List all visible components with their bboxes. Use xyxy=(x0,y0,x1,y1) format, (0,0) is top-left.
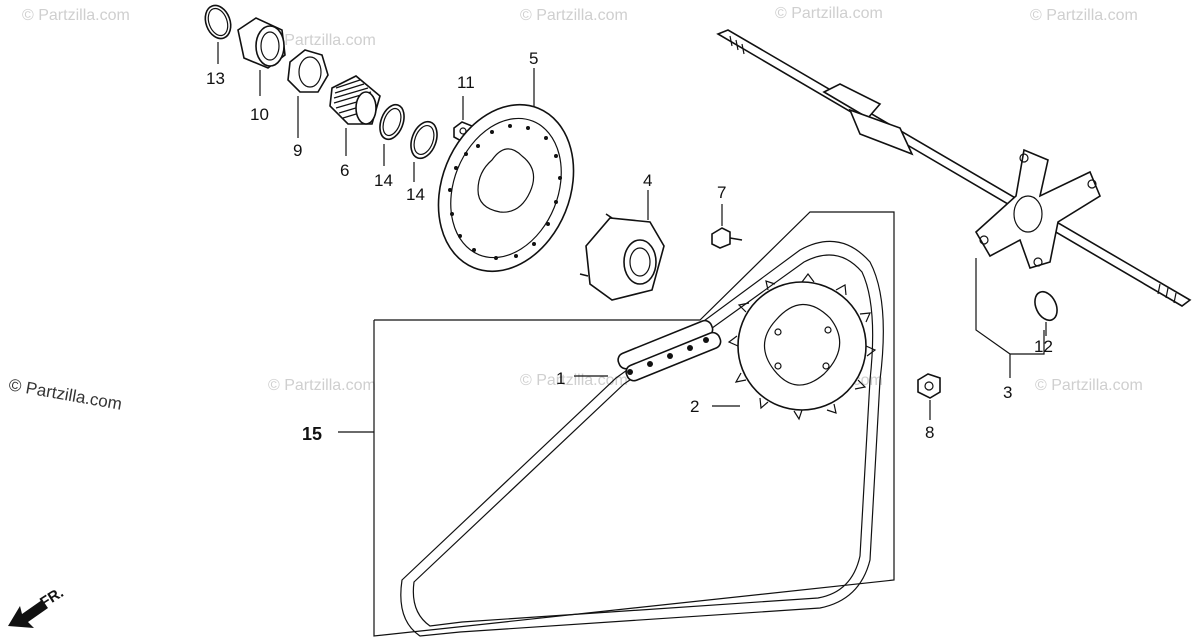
part-14-o-rings xyxy=(379,103,438,182)
callout-9: 9 xyxy=(293,141,302,160)
part-3-rear-axle xyxy=(716,29,1192,378)
callout-3: 3 xyxy=(1003,383,1012,402)
watermark-text: © Partzilla.com xyxy=(22,7,130,24)
callout-5: 5 xyxy=(529,49,538,68)
watermark-text: © Partzilla.com xyxy=(520,7,628,24)
callout-6: 6 xyxy=(340,161,349,180)
callout-14-a: 14 xyxy=(374,171,393,190)
part-8-nut xyxy=(917,373,941,420)
part-4-hub-flange xyxy=(579,190,665,301)
callout-15: 15 xyxy=(302,424,322,444)
callout-10: 10 xyxy=(250,105,269,124)
part-1-drive-chain xyxy=(400,240,884,637)
callout-13: 13 xyxy=(206,69,225,88)
callout-2: 2 xyxy=(690,397,699,416)
callout-7: 7 xyxy=(717,183,726,202)
watermark-text: © Partzilla.com xyxy=(1035,377,1143,394)
callout-14-b: 14 xyxy=(406,185,425,204)
callout-11: 11 xyxy=(457,73,475,92)
front-direction-arrow-icon: FR. xyxy=(8,584,67,628)
watermark-text: © Partzilla.com xyxy=(520,372,628,389)
part-7-bolt xyxy=(711,204,743,249)
watermark-text: © Partzilla.com xyxy=(1030,7,1138,24)
callout-4: 4 xyxy=(643,171,652,190)
callout-labels: 13 10 9 6 14 14 11 5 4 7 12 3 8 1 2 15 xyxy=(206,49,1053,444)
part-2-sprocket xyxy=(712,273,877,421)
watermark-group: © Partzilla.com © Partzilla.com © Partzi… xyxy=(7,5,1143,414)
part-15-kit-frame xyxy=(338,211,895,637)
callout-8: 8 xyxy=(925,423,934,442)
part-13-circlip xyxy=(204,4,232,64)
part-10-collar xyxy=(237,17,286,96)
part-5-brake-disc xyxy=(437,68,575,273)
part-9-nut xyxy=(287,49,329,138)
watermark-text-primary: © Partzilla.com xyxy=(7,375,123,414)
watermark-text: © Partzilla.com xyxy=(268,377,376,394)
part-12-circlip xyxy=(1034,290,1058,336)
callout-1: 1 xyxy=(556,369,565,388)
callout-12: 12 xyxy=(1034,337,1053,356)
watermark-text: © Partzilla.com xyxy=(268,32,376,49)
part-6-threaded-sleeve xyxy=(329,75,381,156)
watermark-text: © Partzilla.com xyxy=(775,5,883,22)
